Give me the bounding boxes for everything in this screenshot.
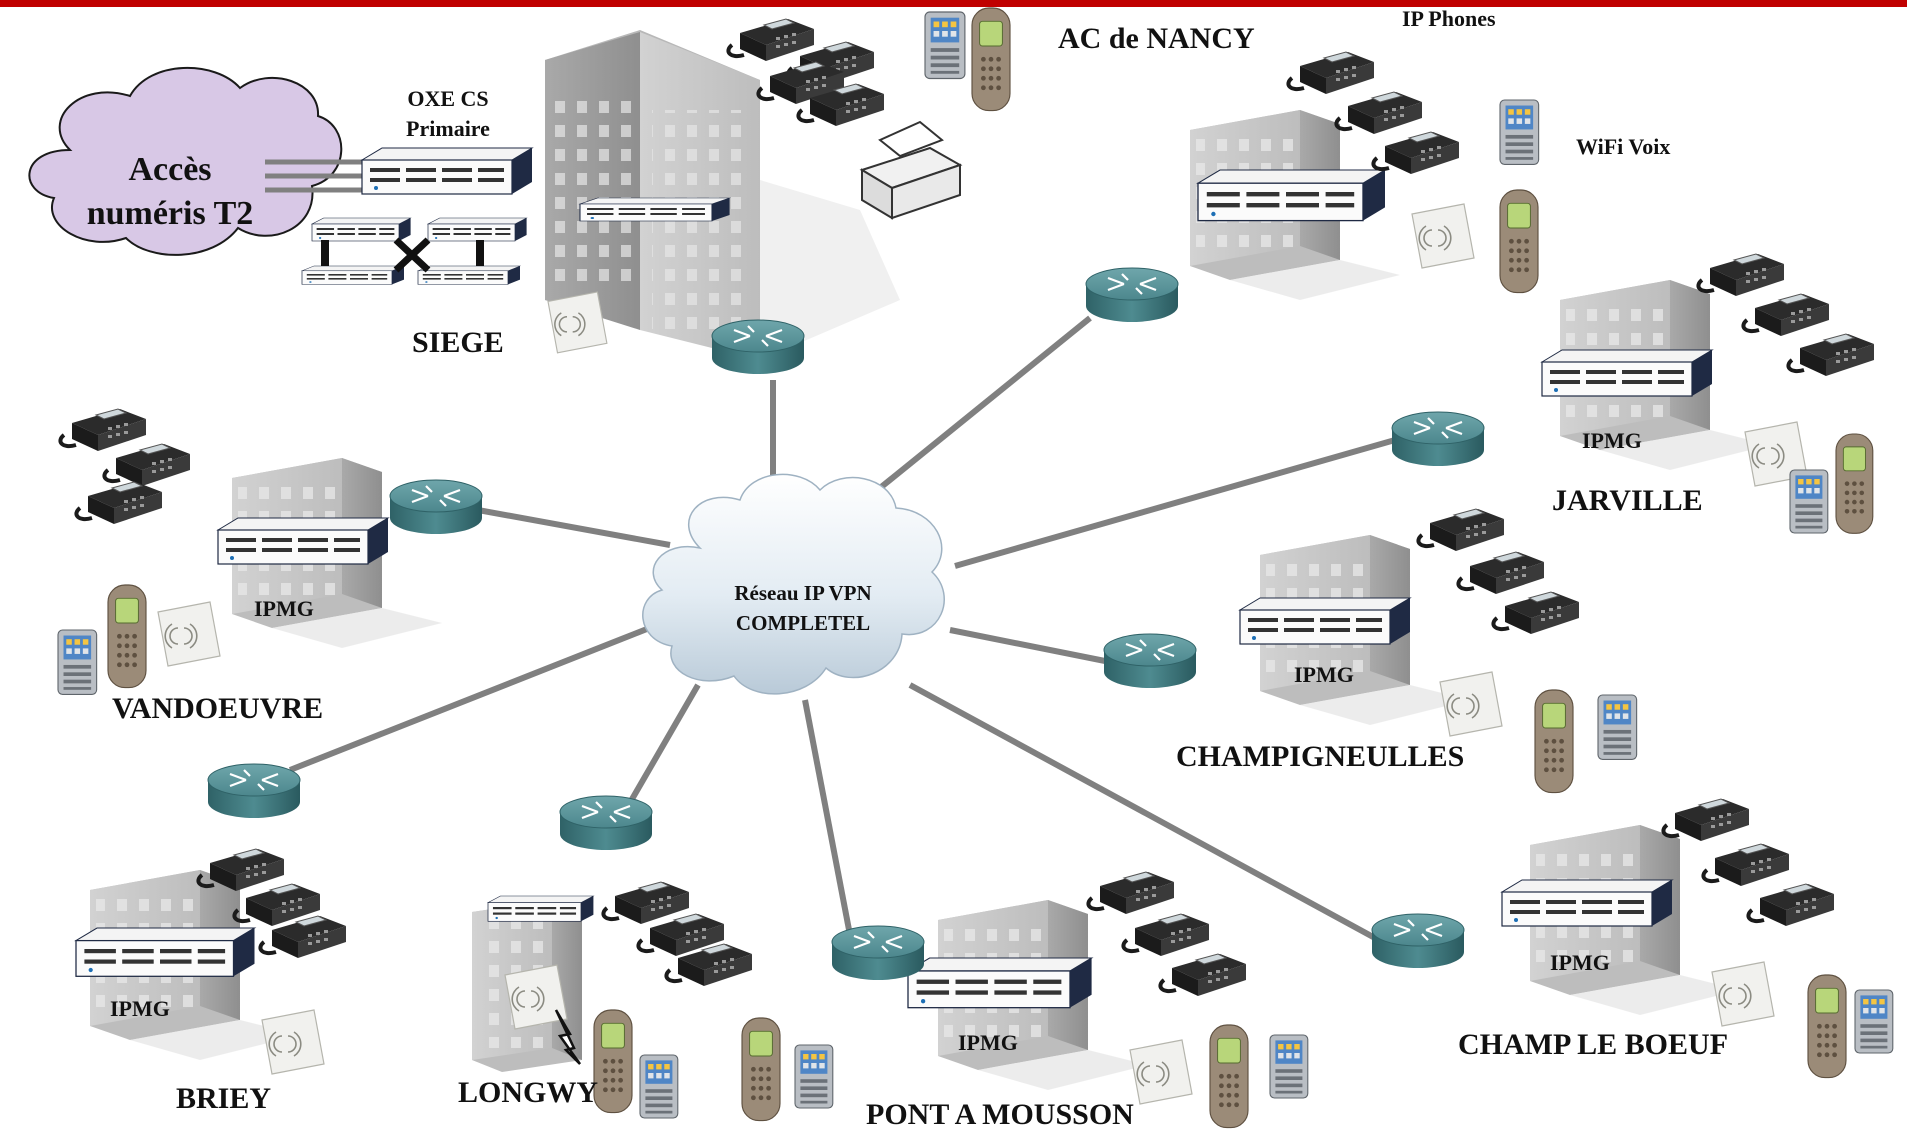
ipmg-label-jarville: IPMG bbox=[1582, 428, 1642, 453]
jarville-smartphone bbox=[1789, 469, 1829, 534]
link-nancy bbox=[878, 315, 1092, 491]
vpn-cloud-label: Réseau IP VPN COMPLETEL bbox=[698, 578, 908, 638]
siege-switch bbox=[579, 197, 731, 222]
router-siege bbox=[710, 318, 806, 376]
link-vandoeuvre bbox=[477, 507, 671, 548]
champ-le-boeuf-ipmg bbox=[1501, 879, 1673, 927]
t2-trunk-lines bbox=[265, 159, 362, 193]
router-champ-le-boeuf bbox=[1370, 912, 1466, 970]
site-label-vandoeuvre: VANDOEUVRE bbox=[112, 692, 324, 725]
champigneulles-handset bbox=[1534, 689, 1574, 794]
vandoeuvre-smartphone bbox=[57, 629, 98, 695]
briey-access-point bbox=[261, 1009, 325, 1075]
ipmg-label-vandoeuvre: IPMG bbox=[254, 596, 314, 621]
longwy-handset bbox=[593, 1009, 633, 1114]
pont-a-mousson-smartphone bbox=[1269, 1034, 1309, 1099]
pstn-cloud bbox=[28, 67, 343, 256]
vandoeuvre-access-point bbox=[157, 601, 221, 667]
pstn-cloud-label-line1: Accès bbox=[128, 151, 212, 188]
siege-label: SIEGE bbox=[412, 326, 504, 359]
vpn-cloud bbox=[642, 473, 945, 695]
siege-building bbox=[545, 30, 900, 360]
oxe-pbx-label: OXE CS Primaire bbox=[378, 84, 518, 144]
pont-a-mousson-ip-phones bbox=[1086, 870, 1248, 998]
router-champigneulles bbox=[1102, 632, 1198, 690]
nancy-handset bbox=[1499, 189, 1539, 294]
champigneulles-ip-phones bbox=[1416, 507, 1581, 636]
oxe-pbx-label-line1: OXE CS bbox=[407, 86, 489, 111]
router-nancy bbox=[1084, 266, 1180, 324]
link-champ-le-boeuf bbox=[908, 682, 1377, 941]
champigneulles-access-point bbox=[1439, 671, 1503, 737]
site-label-nancy: AC de NANCY bbox=[1058, 22, 1255, 55]
siege-smartphone bbox=[924, 11, 966, 80]
longwy-access-point bbox=[504, 964, 568, 1030]
jarville-ipmg bbox=[1541, 349, 1713, 397]
oxe-pbx-label-line2: Primaire bbox=[406, 116, 490, 141]
router-briey bbox=[206, 762, 302, 820]
top-accent-bar bbox=[0, 0, 1907, 7]
ipmg-label-champigneulles: IPMG bbox=[1294, 662, 1354, 687]
router-longwy bbox=[558, 794, 654, 852]
champigneulles-ipmg bbox=[1239, 597, 1411, 645]
wifi-voice-label: WiFi Voix bbox=[1576, 134, 1671, 159]
champ-le-boeuf-smartphone bbox=[1854, 989, 1894, 1054]
site-label-briey: BRIEY bbox=[176, 1082, 272, 1115]
vpn-links bbox=[288, 315, 1396, 941]
pstn-cloud-label: Accès numéris T2 bbox=[40, 148, 300, 236]
pont-a-mousson-handset bbox=[1209, 1024, 1249, 1129]
ipmg-label-briey: IPMG bbox=[110, 996, 170, 1021]
siege-handset bbox=[971, 7, 1011, 112]
oxe-primary-pbx bbox=[361, 147, 533, 195]
ip-phones-label: IP Phones bbox=[1402, 6, 1496, 31]
siege-printer bbox=[859, 120, 963, 220]
jarville-handset bbox=[1835, 433, 1874, 534]
champ-le-boeuf-access-point bbox=[1711, 961, 1775, 1027]
siege-access-point bbox=[547, 291, 608, 354]
pont-a-mousson-access-point bbox=[1129, 1039, 1193, 1105]
site-label-pont-a-mousson: PONT A MOUSSON bbox=[866, 1098, 1134, 1131]
redundant-switches bbox=[301, 217, 527, 285]
vandoeuvre-ip-phones bbox=[58, 407, 192, 526]
link-champigneulles bbox=[949, 627, 1111, 665]
router-vandoeuvre bbox=[388, 478, 484, 536]
nancy-access-point bbox=[1411, 203, 1475, 269]
router-jarville bbox=[1390, 410, 1486, 468]
ipmg-label-champ-le-boeuf: IPMG bbox=[1550, 950, 1610, 975]
briey-ipmg bbox=[75, 927, 256, 977]
pont-a-mousson-extra-smartphone bbox=[794, 1044, 834, 1109]
nancy-smartphone bbox=[1499, 99, 1540, 165]
link-pont-a-mousson bbox=[802, 699, 853, 936]
longwy-ip-phones bbox=[601, 880, 754, 988]
site-label-jarville: JARVILLE bbox=[1552, 484, 1703, 517]
site-label-longwy: LONGWY bbox=[458, 1076, 599, 1109]
vandoeuvre-handset bbox=[107, 584, 147, 689]
vpn-cloud-label-line2: COMPLETEL bbox=[735, 611, 871, 635]
vpn-cloud-label-line1: Réseau IP VPN bbox=[734, 581, 872, 605]
longwy-smartphone bbox=[639, 1054, 679, 1119]
ipmg-label-pont-a-mousson: IPMG bbox=[958, 1030, 1018, 1055]
site-label-champ-le-boeuf: CHAMP LE BOEUF bbox=[1458, 1028, 1729, 1061]
pont-a-mousson-extra-handset bbox=[741, 1017, 781, 1122]
router-pont-a-mousson bbox=[830, 924, 926, 982]
champ-le-boeuf-ip-phones bbox=[1661, 797, 1836, 928]
pstn-cloud-label-line2: numéris T2 bbox=[86, 195, 254, 232]
link-jarville bbox=[954, 437, 1396, 569]
link-briey bbox=[288, 622, 659, 773]
longwy-gateway bbox=[487, 895, 594, 922]
champ-le-boeuf-handset bbox=[1807, 974, 1847, 1079]
jarville-ip-phones bbox=[1696, 252, 1876, 378]
champigneulles-smartphone bbox=[1597, 694, 1638, 760]
pont-a-mousson-ipmg bbox=[907, 957, 1093, 1009]
site-label-champigneulles: CHAMPIGNEULLES bbox=[1176, 740, 1465, 773]
link-longwy bbox=[617, 683, 701, 822]
longwy-radio-link bbox=[554, 1009, 582, 1065]
vandoeuvre-ipmg bbox=[217, 517, 389, 565]
nancy-pbx bbox=[1197, 169, 1386, 222]
